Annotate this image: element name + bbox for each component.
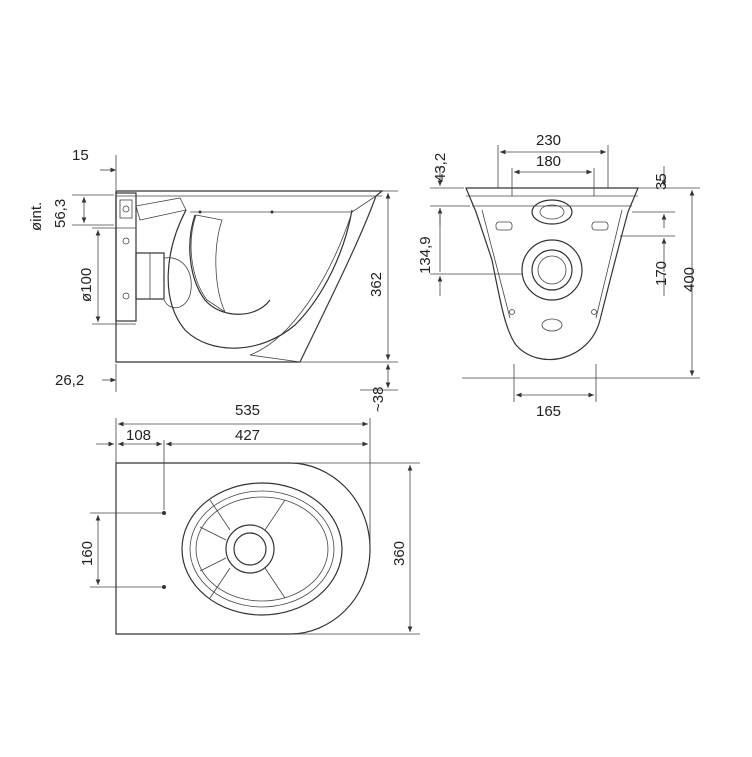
dim-43-2: 43,2	[432, 153, 449, 182]
top-view: 535 108 427 160 360	[79, 402, 420, 635]
dim-427: 427	[235, 427, 260, 444]
dim-100: ø100	[78, 268, 95, 302]
dim-35: 35	[653, 173, 670, 190]
side-view: 15 øint. 56,3 ø100 26,2 362 ~38	[28, 147, 398, 412]
dim-26-2: 26,2	[55, 372, 84, 389]
fixing-point-top	[162, 511, 166, 515]
dim-int-label: øint.	[28, 202, 45, 231]
top-bowl-rim	[181, 482, 343, 616]
dim-230: 230	[536, 132, 561, 149]
front-outlet	[521, 239, 583, 301]
top-outlet	[225, 524, 275, 574]
dim-108: 108	[126, 427, 151, 444]
dim-170: 170	[653, 261, 670, 286]
dim-400: 400	[681, 267, 698, 292]
dim-38: ~38	[370, 387, 387, 412]
dim-56-3: 56,3	[52, 199, 69, 228]
dim-134-9: 134,9	[417, 236, 434, 274]
dim-15: 15	[72, 147, 89, 164]
front-bowl-outline	[465, 187, 639, 361]
dim-165: 165	[536, 403, 561, 420]
dim-362: 362	[368, 272, 385, 297]
dim-360: 360	[391, 541, 408, 566]
hatched-section	[190, 214, 226, 314]
dim-180: 180	[536, 153, 561, 170]
dim-160: 160	[79, 541, 96, 566]
top-outline	[115, 462, 371, 635]
fixing-point-bottom	[162, 585, 166, 589]
dim-535: 535	[235, 402, 260, 419]
front-view: 230 180 43,2 134,9 35 170 400	[417, 132, 700, 420]
